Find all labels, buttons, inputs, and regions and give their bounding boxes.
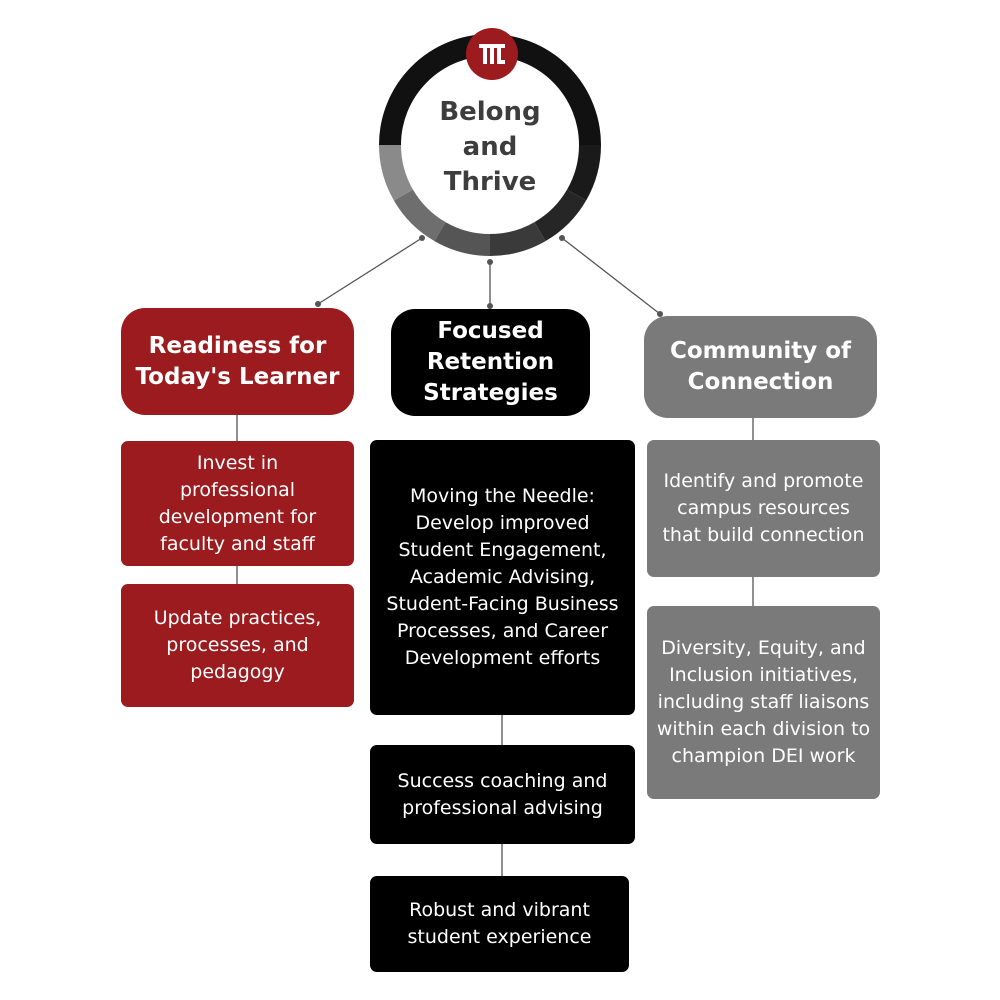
community-item-dei-initiatives: Diversity, Equity, and Inclusion initiat… (647, 606, 880, 799)
item-label: Robust and vibrant student experience (407, 899, 592, 948)
retention-header-label: Focused Retention Strategies (423, 318, 558, 406)
center-title: Belong and Thrive (410, 95, 570, 200)
ring-segment (379, 144, 414, 201)
ring-segment (489, 221, 546, 256)
ring-segment (434, 221, 491, 256)
readiness-header: Readiness for Today's Learner (121, 308, 354, 415)
community-header-label: Community of Connection (669, 338, 852, 395)
connector-dot (315, 301, 321, 307)
ring-segment (566, 144, 601, 201)
readiness-header-label: Readiness for Today's Learner (135, 332, 340, 390)
connector-dot (559, 235, 565, 241)
university-logo-icon (466, 28, 518, 80)
connector-dot (657, 311, 663, 317)
retention-header: Focused Retention Strategies (391, 309, 590, 416)
readiness-item-professional-development: Invest in professional development for f… (121, 441, 354, 566)
connector-center-to-community (561, 237, 661, 315)
retention-item-success-coaching: Success coaching and professional advisi… (370, 745, 635, 844)
ring-segment (534, 189, 587, 242)
item-label: Success coaching and professional advisi… (397, 769, 608, 819)
connector-center-to-readiness (317, 237, 423, 305)
item-label: Invest in professional development for f… (158, 451, 317, 555)
connector-dot (419, 235, 425, 241)
connector-dot (487, 303, 493, 309)
community-item-campus-resources: Identify and promote campus resources th… (647, 440, 880, 577)
item-label: Moving the Needle: Develop improved Stud… (386, 485, 619, 669)
ring-segment (393, 189, 446, 242)
community-header: Community of Connection (644, 316, 877, 418)
center-title-line: Belong (439, 97, 541, 127)
readiness-item-update-practices: Update practices, processes, and pedagog… (121, 584, 354, 707)
connector-dot (487, 259, 493, 265)
item-label: Update practices, processes, and pedagog… (153, 607, 322, 683)
retention-item-moving-the-needle: Moving the Needle: Develop improved Stud… (370, 440, 635, 715)
retention-item-student-experience: Robust and vibrant student experience (370, 876, 629, 972)
center-title-line: and (462, 132, 518, 162)
item-label: Identify and promote campus resources th… (662, 470, 865, 546)
center-title-line: Thrive (443, 167, 537, 197)
item-label: Diversity, Equity, and Inclusion initiat… (656, 637, 871, 767)
